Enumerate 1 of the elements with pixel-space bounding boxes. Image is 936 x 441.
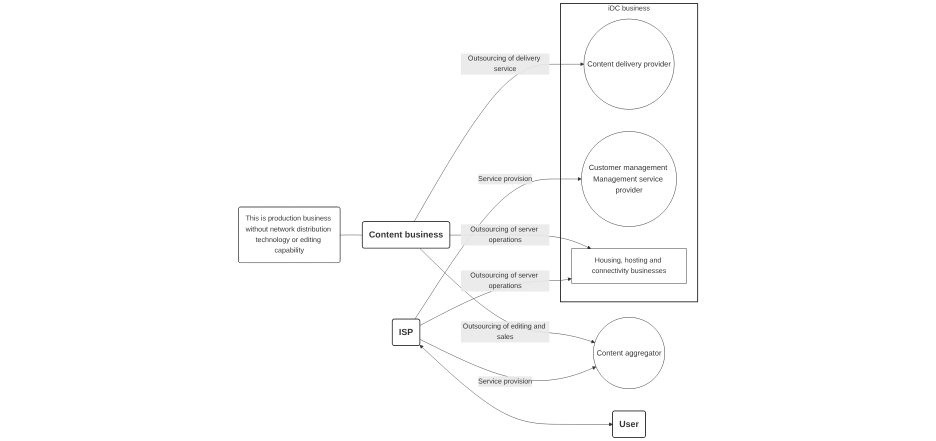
connector xyxy=(340,234,363,236)
